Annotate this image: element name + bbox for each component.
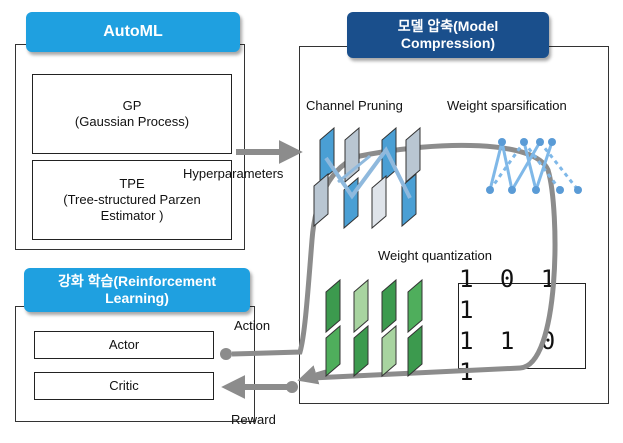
pruning-connection [337, 154, 371, 184]
quantized-map-icon [325, 278, 341, 334]
feature-map-icon [313, 172, 329, 228]
hyperparameters-label: Hyperparameters [183, 166, 284, 181]
neuron-node-icon [548, 138, 556, 146]
neuron-node-icon [486, 186, 494, 194]
reward-label: Reward [231, 412, 276, 427]
neuron-node-icon [508, 186, 516, 194]
feature-map-icon [371, 174, 387, 230]
quantized-map-icon [381, 278, 397, 334]
binary-row-1: 1 0 1 1 [459, 264, 562, 324]
rl-header: 강화 학습(Reinforcement Learning) [24, 268, 250, 312]
actor-box: Actor [34, 331, 214, 359]
quantized-map-icon [407, 324, 423, 378]
weight-sparsification-graphic [486, 138, 582, 194]
neuron-node-icon [536, 138, 544, 146]
quantized-map-icon [325, 324, 341, 378]
loop-return-arrow [297, 365, 327, 385]
actor-connector-dot [220, 348, 232, 360]
reward-connector-dot [286, 381, 298, 393]
tpe-box: TPE (Tree-structured Parzen Estimator ) [32, 160, 232, 240]
channel-pruning-graphic [313, 126, 421, 230]
weight-quantization-graphic [325, 278, 423, 378]
neuron-node-icon [556, 186, 564, 194]
neuron-node-icon [498, 138, 506, 146]
compression-header: 모델 압축(Model Compression) [347, 12, 549, 58]
critic-box: Critic [34, 372, 214, 400]
pruning-connection [324, 146, 412, 200]
binary-weights-box: 1 0 1 1 1 1 0 1 [458, 265, 586, 386]
binary-row-2: 1 1 0 1 [459, 327, 562, 387]
quantized-map-icon [353, 278, 369, 334]
feature-map-icon [405, 126, 421, 184]
neuron-node-icon [532, 186, 540, 194]
quantized-map-icon [381, 324, 397, 378]
neuron-node-icon [520, 138, 528, 146]
quantized-map-icon [407, 278, 423, 334]
weight-quantization-label: Weight quantization [378, 248, 492, 263]
neuron-node-icon [574, 186, 582, 194]
quantized-map-icon [353, 324, 369, 378]
automl-header: AutoML [26, 12, 240, 52]
rl-panel [15, 306, 255, 422]
weight-sparsification-label: Weight sparsification [447, 98, 567, 113]
action-label: Action [234, 318, 271, 333]
channel-pruning-label: Channel Pruning [306, 98, 403, 113]
gp-box: GP (Gaussian Process) [32, 74, 232, 154]
